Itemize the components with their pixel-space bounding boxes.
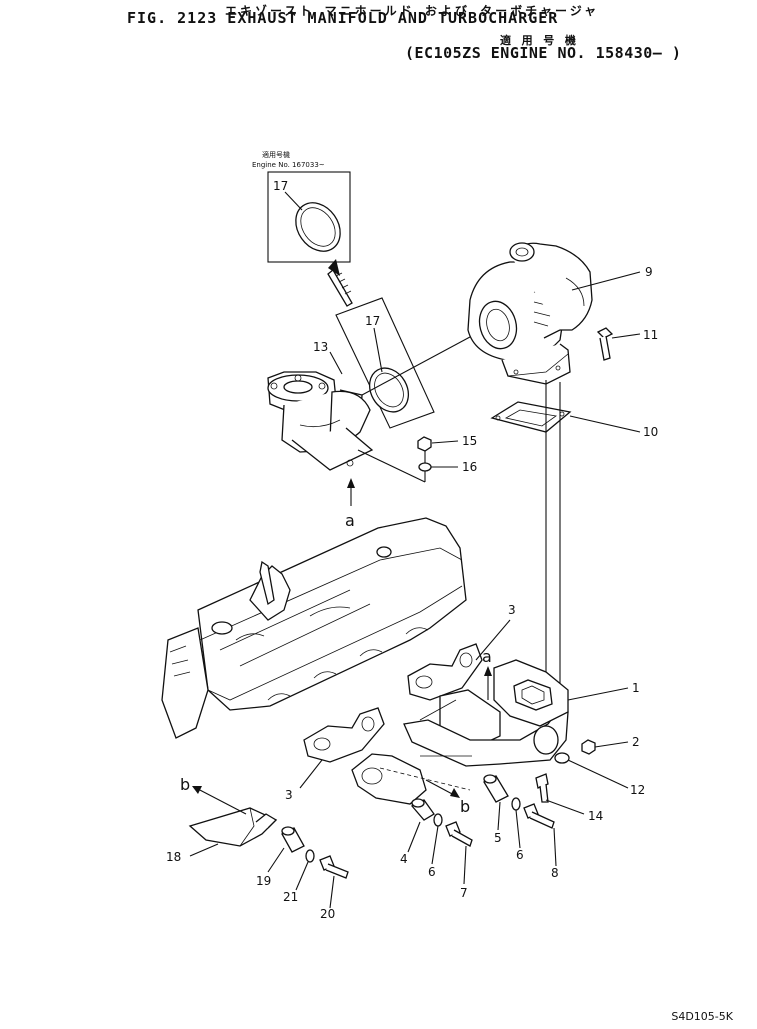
inset-leader: [284, 191, 303, 211]
washer-manifold: [554, 752, 570, 764]
figure-title: FIG. 2123 EXHAUST MANIFOLD AND TURBOCHAR…: [127, 9, 559, 27]
inset-frame: [267, 171, 351, 263]
turbo-flange-gasket-part: [490, 401, 572, 433]
heat-shield-part: [188, 807, 278, 847]
washer-part: [418, 462, 432, 472]
bolt-right: [523, 803, 555, 829]
callout-10: 10: [643, 425, 658, 439]
assembly-line-elbow-nut: [357, 449, 426, 483]
nut-manifold: [581, 739, 596, 755]
callout-17-main: 17: [365, 314, 380, 328]
bolt-shield: [319, 855, 349, 879]
callout-labels: 9 11 10 15 16 13 17 17 1 2 12 14 3 3 4 6…: [166, 179, 658, 921]
callout-12: 12: [630, 783, 645, 797]
hidden-line: [379, 767, 471, 791]
reference-arrow-a-lower: [484, 666, 492, 700]
callout-6-right: 6: [516, 848, 524, 862]
callout-19: 19: [256, 874, 271, 888]
reference-arrow-b-lower: [425, 779, 460, 798]
callout-4: 4: [400, 852, 408, 866]
callout-3-right: 3: [508, 603, 516, 617]
ref-letter-b-upper: b: [180, 775, 190, 794]
callout-16: 16: [462, 460, 477, 474]
exhaust-manifold-part: [351, 659, 569, 805]
manifold-gasket-right: [407, 643, 483, 701]
callout-18: 18: [166, 850, 181, 864]
callout-9: 9: [645, 265, 653, 279]
bolt-left: [445, 821, 473, 847]
inset-reference-arrow: [327, 259, 353, 307]
inset-applicable-label: 適用号機: [262, 150, 290, 159]
turbo-gasket-part: [368, 367, 410, 413]
washer-left: [433, 813, 443, 827]
engine-cylinder-head: [161, 517, 467, 739]
callout-21: 21: [283, 890, 298, 904]
inset-gasket-part: [295, 202, 341, 252]
spacer-sleeve-shield: [281, 826, 305, 853]
title-japanese: エキゾースト マニホールド および ターボチャージャ: [225, 4, 600, 18]
callout-7: 7: [460, 886, 468, 900]
bolt-manifold: [535, 773, 549, 803]
reference-arrow-a-upper: [347, 478, 355, 506]
leader-lines: [189, 271, 641, 909]
nut-part: [417, 436, 432, 452]
callout-2: 2: [632, 735, 640, 749]
callout-6-left: 6: [428, 865, 436, 879]
washer-shield: [305, 849, 315, 863]
callout-15: 15: [462, 434, 477, 448]
turbocharger-part: [467, 242, 593, 385]
drawing-code: S4D105-5K: [671, 1010, 733, 1023]
callout-8: 8: [551, 866, 559, 880]
callout-13: 13: [313, 340, 328, 354]
ref-letter-a-lower: a: [482, 647, 492, 666]
callout-20: 20: [320, 907, 335, 921]
engine-number-range: (EC105ZS ENGINE NO. 158430– ): [405, 44, 682, 62]
ref-letter-b-lower: b: [460, 797, 470, 816]
inset-engine-number: Engine No. 167033~: [252, 161, 325, 169]
reference-arrow-b-upper: [192, 786, 247, 815]
callout-11: 11: [643, 328, 658, 342]
ref-letter-a-upper: a: [345, 511, 355, 530]
callout-14: 14: [588, 809, 603, 823]
spacer-sleeve-left: [410, 798, 435, 821]
spacer-sleeve-right: [483, 774, 509, 803]
manifold-gasket-left: [303, 707, 385, 763]
exhaust-elbow-part: [267, 371, 374, 471]
turbo-bolt-part: [596, 327, 614, 361]
inset-box: 適用号機 Engine No. 167033~: [252, 150, 351, 263]
callout-1: 1: [632, 681, 640, 695]
applicable-label-japanese: 適 用 号 機: [500, 34, 578, 47]
washer-right: [511, 797, 521, 811]
callout-5: 5: [494, 831, 502, 845]
callout-3-left: 3: [285, 788, 293, 802]
callout-17-inset: 17: [273, 179, 288, 193]
